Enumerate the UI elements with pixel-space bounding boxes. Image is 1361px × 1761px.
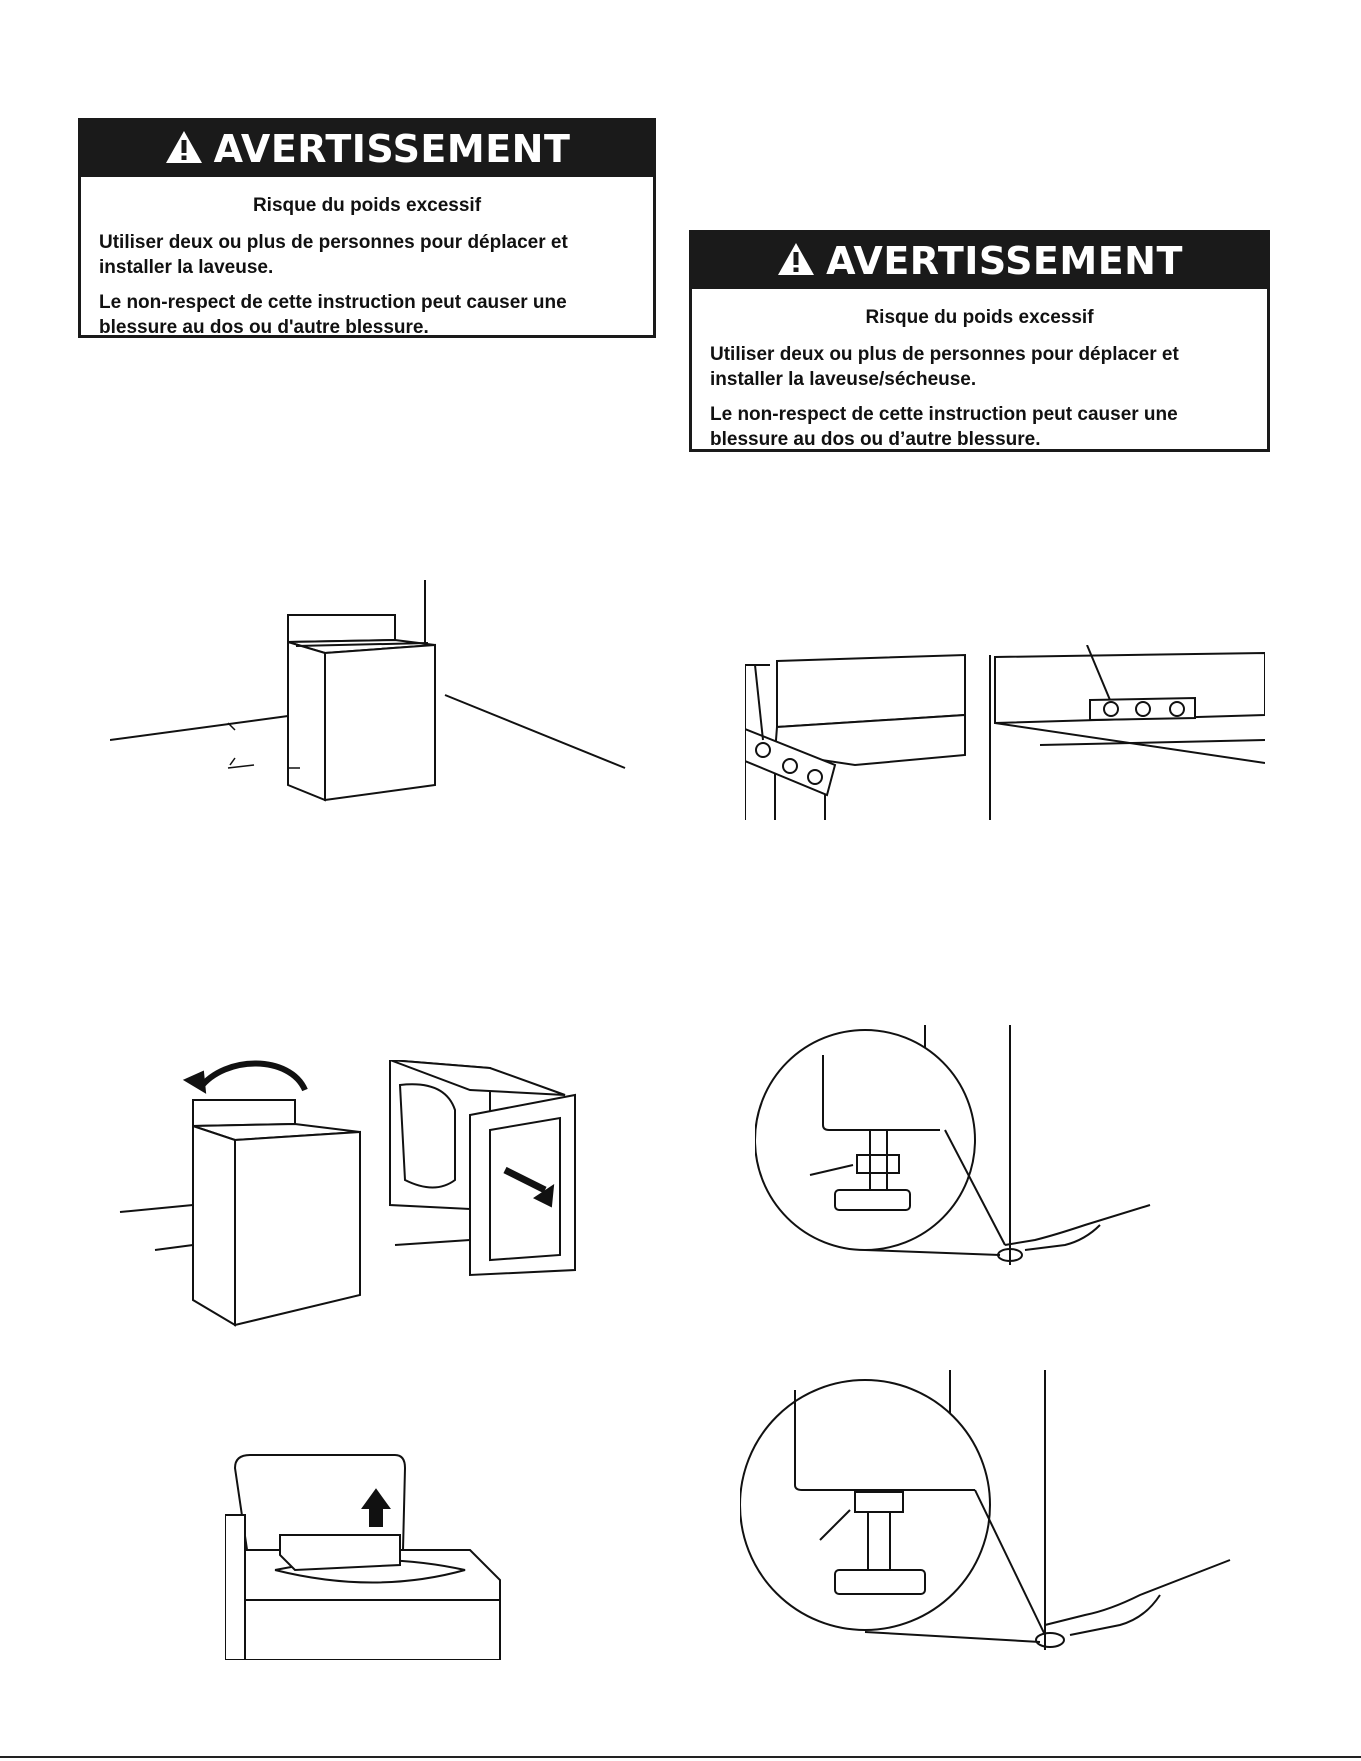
warning-instruction: Utiliser deux ou plus de personnes pour … — [710, 344, 1179, 390]
warning-header: AVERTISSEMENT — [81, 121, 653, 177]
remove-packaging-illustration — [115, 1060, 635, 1330]
washer-in-corner-illustration — [110, 580, 630, 820]
shipping-strap-illustration — [745, 645, 1265, 825]
leveling-foot-illustration — [755, 1025, 1175, 1275]
warning-triangle-icon — [776, 241, 816, 282]
warning-triangle-icon — [164, 129, 204, 170]
leveling-foot-lock-nut-illustration — [740, 1370, 1240, 1660]
warning-header: AVERTISSEMENT — [692, 233, 1267, 289]
warning-box-washer-dryer: AVERTISSEMENT Risque du poids excessif U… — [689, 230, 1270, 452]
warning-title: AVERTISSEMENT — [213, 127, 571, 171]
warning-instruction: Utiliser deux ou plus de personnes pour … — [99, 232, 568, 278]
footer-rule — [0, 1756, 1361, 1758]
dispenser-removal-illustration — [225, 1450, 545, 1660]
warning-consequence: Le non-respect de cette instruction peut… — [99, 292, 567, 338]
warning-box-washer: AVERTISSEMENT Risque du poids excessif U… — [78, 118, 656, 338]
warning-title: AVERTISSEMENT — [826, 239, 1183, 283]
warning-subtitle: Risque du poids excessif — [865, 307, 1094, 328]
warning-consequence: Le non-respect de cette instruction peut… — [710, 404, 1178, 450]
warning-subtitle: Risque du poids excessif — [252, 195, 482, 216]
